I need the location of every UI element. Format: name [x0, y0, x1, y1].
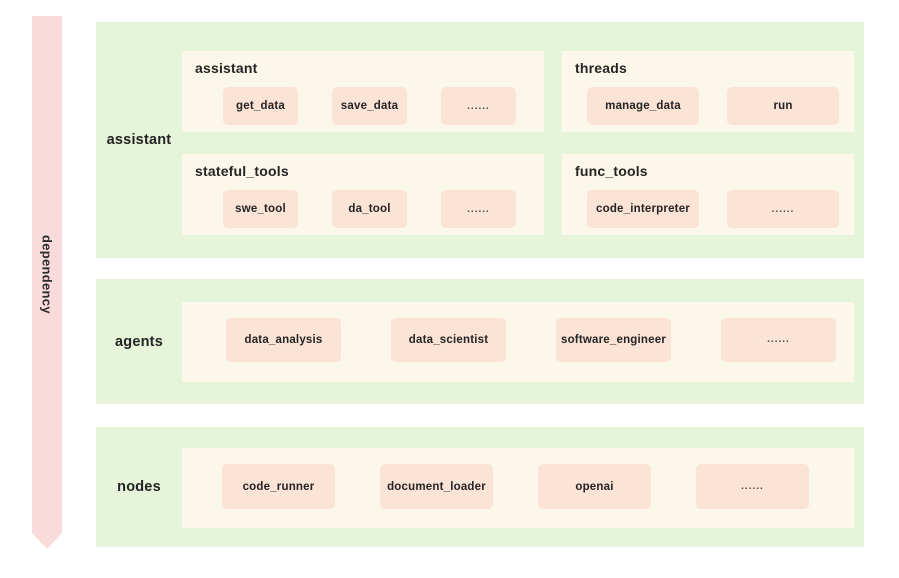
layer-assistant: assistant assistant get_data save_data .…: [96, 22, 864, 258]
pill-code-runner[interactable]: code_runner: [222, 464, 335, 509]
pill-assistant-more[interactable]: ......: [441, 87, 516, 125]
group-items-func-tools: code_interpreter ......: [562, 185, 854, 233]
pill-swe-tool[interactable]: swe_tool: [223, 190, 298, 228]
dependency-arrow-shaft: [32, 16, 62, 533]
pill-manage-data[interactable]: manage_data: [587, 87, 699, 125]
group-title-assistant: assistant: [195, 60, 258, 76]
layer-label-nodes: nodes: [117, 479, 161, 495]
pill-save-data[interactable]: save_data: [332, 87, 407, 125]
layer-label-agents: agents: [115, 333, 163, 350]
dependency-arrow-label: dependency: [39, 235, 55, 314]
pill-data-analysis[interactable]: data_analysis: [226, 317, 341, 362]
dependency-arrow: dependency: [32, 16, 62, 549]
layer-body-assistant: assistant get_data save_data ...... thre…: [182, 22, 864, 258]
dependency-arrow-head-icon: [32, 533, 62, 549]
pill-stateful-tools-more[interactable]: ......: [441, 190, 516, 228]
group-agents: data_analysis data_scientist software_en…: [182, 302, 854, 382]
pill-openai[interactable]: openai: [538, 464, 651, 509]
layer-body-agents: data_analysis data_scientist software_en…: [182, 279, 864, 404]
layer-nodes: nodes code_runner document_loader openai…: [96, 427, 864, 547]
pill-data-scientist[interactable]: data_scientist: [391, 317, 506, 362]
group-stateful-tools: stateful_tools swe_tool da_tool ......: [182, 154, 544, 235]
group-items-stateful-tools: swe_tool da_tool ......: [182, 185, 544, 233]
group-items-nodes: code_runner document_loader openai .....…: [182, 457, 854, 516]
group-func-tools: func_tools code_interpreter ......: [562, 154, 854, 235]
pill-get-data[interactable]: get_data: [223, 87, 298, 125]
pill-run[interactable]: run: [727, 87, 839, 125]
group-nodes: code_runner document_loader openai .....…: [182, 448, 854, 528]
pill-agents-more[interactable]: ......: [721, 317, 836, 362]
group-assistant: assistant get_data save_data ......: [182, 51, 544, 132]
group-title-stateful-tools: stateful_tools: [195, 163, 289, 179]
pill-nodes-more[interactable]: ......: [696, 464, 809, 509]
layer-agents: agents data_analysis data_scientist soft…: [96, 279, 864, 404]
group-items-assistant: get_data save_data ......: [182, 82, 544, 130]
pill-document-loader[interactable]: document_loader: [380, 464, 493, 509]
group-items-agents: data_analysis data_scientist software_en…: [182, 311, 854, 368]
group-title-threads: threads: [575, 60, 627, 76]
pill-func-tools-more[interactable]: ......: [727, 190, 839, 228]
pill-software-engineer[interactable]: software_engineer: [556, 317, 671, 362]
layer-label-assistant: assistant: [106, 132, 172, 148]
pill-da-tool[interactable]: da_tool: [332, 190, 407, 228]
layer-body-nodes: code_runner document_loader openai .....…: [182, 427, 864, 547]
group-title-func-tools: func_tools: [575, 163, 648, 179]
pill-code-interpreter[interactable]: code_interpreter: [587, 190, 699, 228]
group-items-threads: manage_data run: [562, 82, 854, 130]
group-threads: threads manage_data run: [562, 51, 854, 132]
